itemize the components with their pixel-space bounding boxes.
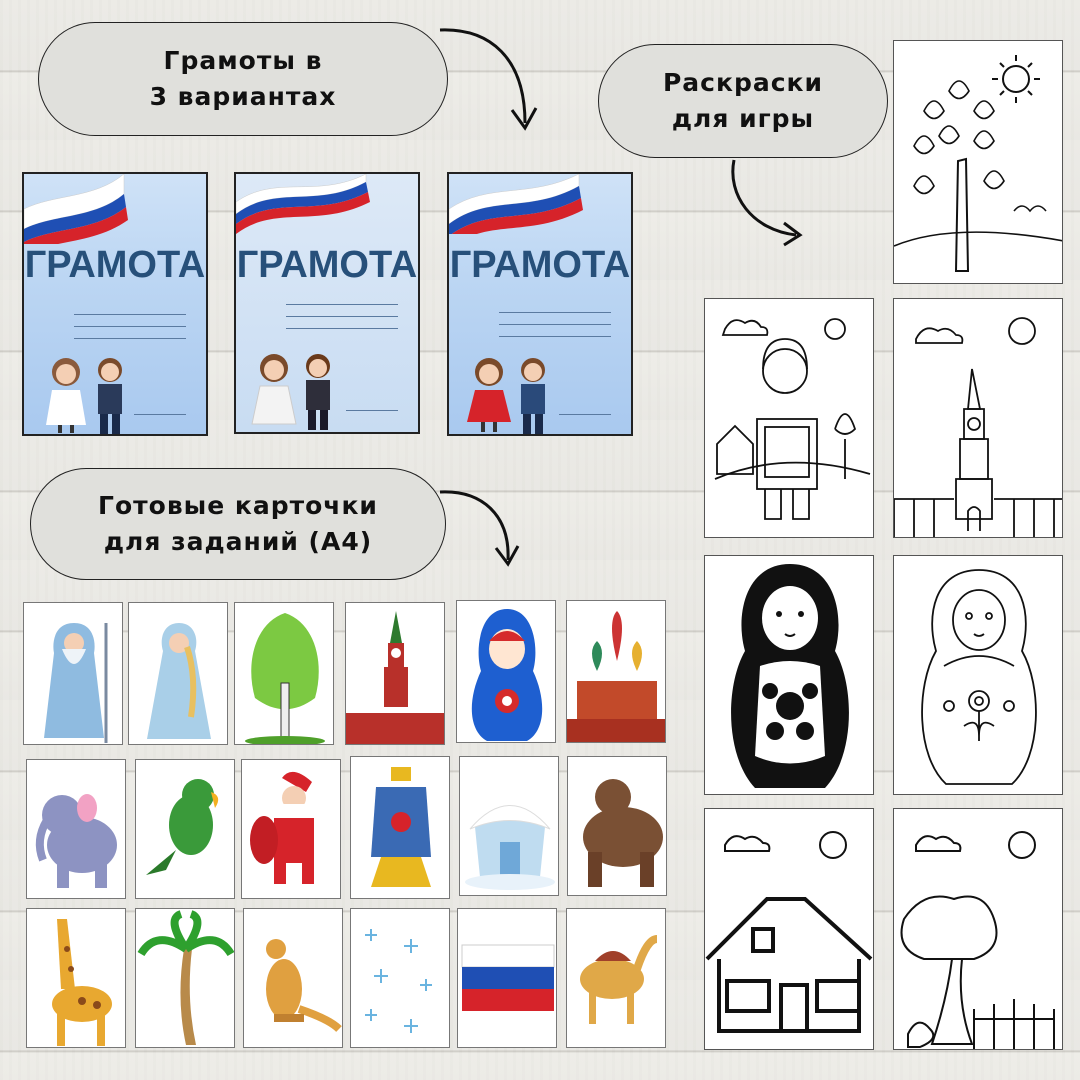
- card-parrot: [135, 759, 235, 899]
- birch-tree-icon: [894, 55, 1062, 272]
- ded-moroz-icon: [44, 623, 108, 743]
- card-birch: [234, 602, 334, 745]
- santa-icon: [250, 771, 314, 884]
- certificate-title: ГРАМОТА: [24, 244, 206, 286]
- parrot-icon: [146, 779, 219, 875]
- tree-fence-icon: [900, 831, 1055, 1049]
- certificate-variant-1: ГРАМОТА: [22, 172, 208, 436]
- russian-flag-icon: [461, 944, 555, 1011]
- card-st-basil-cathedral: [566, 600, 666, 743]
- card-snegurochka: [128, 602, 228, 745]
- certificate-title: ГРАМОТА: [449, 244, 631, 286]
- coloring-matryoshka-black: [704, 555, 874, 795]
- card-palm-tree: [135, 908, 235, 1048]
- certificates-label: Грамоты в 3 вариантах: [38, 22, 448, 136]
- russian-flag-ribbon: [236, 174, 370, 234]
- camel-icon: [580, 935, 658, 1024]
- card-santa-claus: [241, 759, 341, 899]
- coloring-label-line1: Раскраски: [662, 68, 824, 97]
- matryoshka-color-icon: [471, 609, 543, 741]
- girl-portrait-icon: [714, 318, 871, 520]
- coloring-house: [704, 808, 874, 1050]
- cards-label: Готовые карточки для заданий (А4): [30, 468, 446, 580]
- samovar-icon: [371, 767, 431, 887]
- certificate-title: ГРАМОТА: [236, 244, 418, 286]
- arrow-to-certificates: [439, 28, 538, 131]
- card-snowflakes: [350, 908, 450, 1048]
- kids-illustration: [46, 358, 122, 434]
- coloring-girl-with-portrait: [704, 298, 874, 538]
- kids-illustration: [467, 358, 545, 434]
- arrow-to-cards: [439, 490, 520, 567]
- birch-icon: [245, 613, 325, 744]
- card-kremlin-tower: [345, 602, 445, 745]
- certificate-variant-3: ГРАМОТА: [447, 172, 633, 436]
- certificates-label-line1: Грамоты в: [163, 46, 323, 75]
- card-ded-moroz: [23, 602, 123, 745]
- card-camel: [566, 908, 666, 1048]
- giraffe-icon: [52, 919, 112, 1046]
- snegurochka-icon: [147, 623, 211, 739]
- kids-illustration: [251, 354, 330, 430]
- arrow-to-coloring: [731, 159, 803, 247]
- card-elephant: [26, 759, 126, 899]
- kangaroo-icon: [266, 939, 342, 1032]
- matryoshka-outline-icon: [921, 569, 1037, 785]
- coloring-label-line2: для игры: [671, 104, 815, 133]
- bear-icon: [583, 779, 663, 887]
- card-giraffe: [26, 908, 126, 1048]
- cards-label-line2: для заданий (А4): [103, 527, 373, 556]
- palm-tree-icon: [137, 910, 234, 1045]
- certificate-variant-2: ГРАМОТА: [234, 172, 420, 434]
- snowflakes-icon: [365, 929, 432, 1033]
- card-matryoshka: [456, 600, 556, 743]
- snowy-house-icon: [465, 805, 555, 890]
- elephant-icon: [35, 794, 117, 888]
- coloring-birch-and-sun: [893, 40, 1063, 284]
- coloring-matryoshka-outline: [893, 555, 1063, 795]
- card-snowy-house: [459, 756, 559, 896]
- kremlin-tower-icon: [894, 317, 1062, 537]
- coloring-tree-and-fence: [893, 808, 1063, 1050]
- st-basil-icon: [567, 611, 665, 742]
- house-icon: [705, 831, 873, 1033]
- russian-flag-ribbon: [449, 174, 583, 234]
- card-russian-flag: [457, 908, 557, 1048]
- coloring-kremlin-tower: [893, 298, 1063, 538]
- kremlin-icon: [346, 611, 444, 744]
- matryoshka-icon: [731, 564, 849, 788]
- card-bear: [567, 756, 667, 896]
- russian-flag-ribbon: [24, 174, 128, 244]
- certificates-label-line2: 3 вариантах: [149, 82, 337, 111]
- cards-label-line1: Готовые карточки: [98, 491, 378, 520]
- coloring-label: Раскраски для игры: [598, 44, 888, 158]
- card-kangaroo: [243, 908, 343, 1048]
- card-samovar: [350, 756, 450, 899]
